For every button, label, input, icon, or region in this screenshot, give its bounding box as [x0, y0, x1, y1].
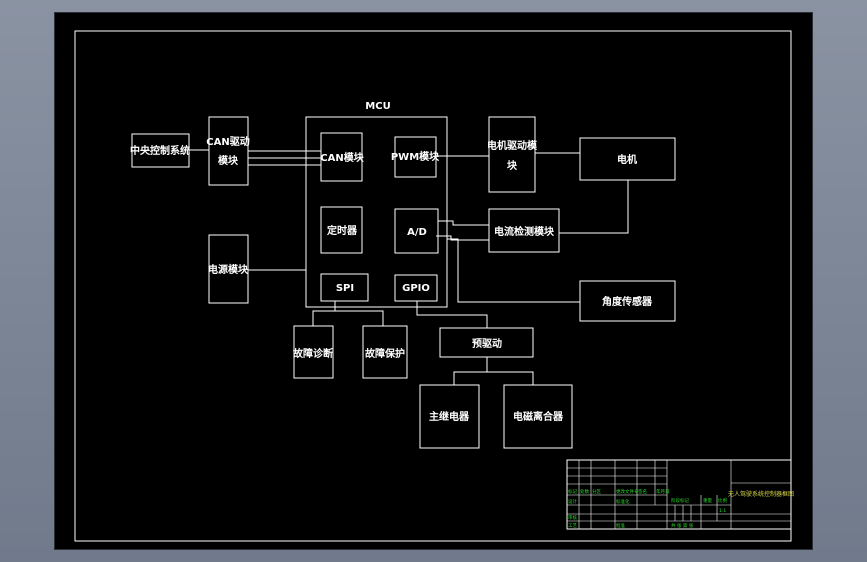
mcu-title: MCU [365, 101, 390, 112]
angle-sensor-box [579, 280, 676, 322]
tb-approve: 批准 [616, 522, 625, 529]
main-relay-label: 主继电器 [429, 410, 470, 423]
can-module-box [320, 132, 363, 182]
spi-box [320, 273, 369, 302]
fault-diag-box [293, 325, 334, 379]
can-module-label: CAN模块 [320, 151, 364, 164]
pwm-module-label: PWM模块 [391, 150, 440, 163]
tb-weight: 重量 [703, 497, 712, 504]
tb-scale-value: 1:1 [719, 508, 726, 514]
gpio-box [394, 274, 438, 302]
tb-sheets: 共 张 第 张 [671, 522, 694, 529]
central-control-box [131, 133, 190, 168]
title-block: 无人驾驶系统控制器框图 标记 处数 分区 更改文件号 签名 年月日 设计 标准化… [566, 459, 794, 530]
tb-review: 审核 [568, 514, 577, 521]
tb-row-label-change: 更改文件号 [616, 488, 639, 495]
tb-design: 设计 [568, 498, 577, 505]
connection-lines [189, 149, 629, 385]
ad-box [394, 208, 439, 254]
tb-process: 工艺 [568, 523, 577, 529]
motor-driver-label-2: 块 [507, 159, 518, 172]
fault-protect-label: 故障保护 [365, 347, 405, 360]
pwm-module-box [394, 136, 437, 178]
mcu-box [305, 116, 448, 308]
angle-sensor-label: 角度传感器 [602, 295, 653, 308]
can-driver-box [208, 116, 249, 186]
clutch-label: 电磁离合器 [513, 410, 564, 423]
ad-label: A/D [407, 227, 427, 238]
drawing-title: 无人驾驶系统控制器框图 [728, 490, 794, 498]
motor-driver-label-1: 电机驱动模 [487, 139, 538, 152]
tb-row-label-count: 处数 [580, 488, 589, 495]
timer-label: 定时器 [327, 224, 358, 237]
tb-scale: 比例 [718, 497, 727, 504]
timer-box [320, 206, 363, 254]
can-driver-label-1: CAN驱动 [206, 135, 249, 148]
motor-label: 电机 [617, 153, 637, 166]
tb-row-label-sign: 签名 [638, 488, 647, 495]
gpio-label: GPIO [402, 283, 430, 294]
power-module-label: 电源模块 [208, 263, 249, 276]
clutch-box [503, 384, 573, 449]
fault-protect-box [362, 325, 408, 379]
drawing-sheet: MCU [55, 13, 812, 549]
fault-diag-label: 故障诊断 [293, 347, 333, 360]
current-detect-box [488, 208, 560, 253]
tb-stage-mark: 阶段标记 [671, 497, 689, 504]
motor-driver-box [488, 116, 536, 193]
block-diagram: MCU [74, 30, 794, 542]
pre-driver-box [439, 327, 534, 358]
tb-row-label-zone: 分区 [592, 488, 601, 495]
motor-box [579, 137, 676, 181]
central-control-label: 中央控制系统 [130, 144, 190, 157]
can-driver-label-2: 模块 [218, 154, 239, 167]
main-relay-box [419, 384, 480, 449]
spi-label: SPI [336, 283, 354, 294]
pre-driver-label: 预驱动 [472, 337, 502, 350]
drawing-frame [74, 30, 792, 542]
tb-standardize: 标准化 [616, 498, 630, 505]
power-module-box [208, 234, 249, 304]
current-detect-label: 电流检测模块 [494, 225, 555, 238]
tb-row-label-date: 年月日 [656, 488, 670, 495]
tb-row-label-mark: 标记 [568, 488, 577, 495]
